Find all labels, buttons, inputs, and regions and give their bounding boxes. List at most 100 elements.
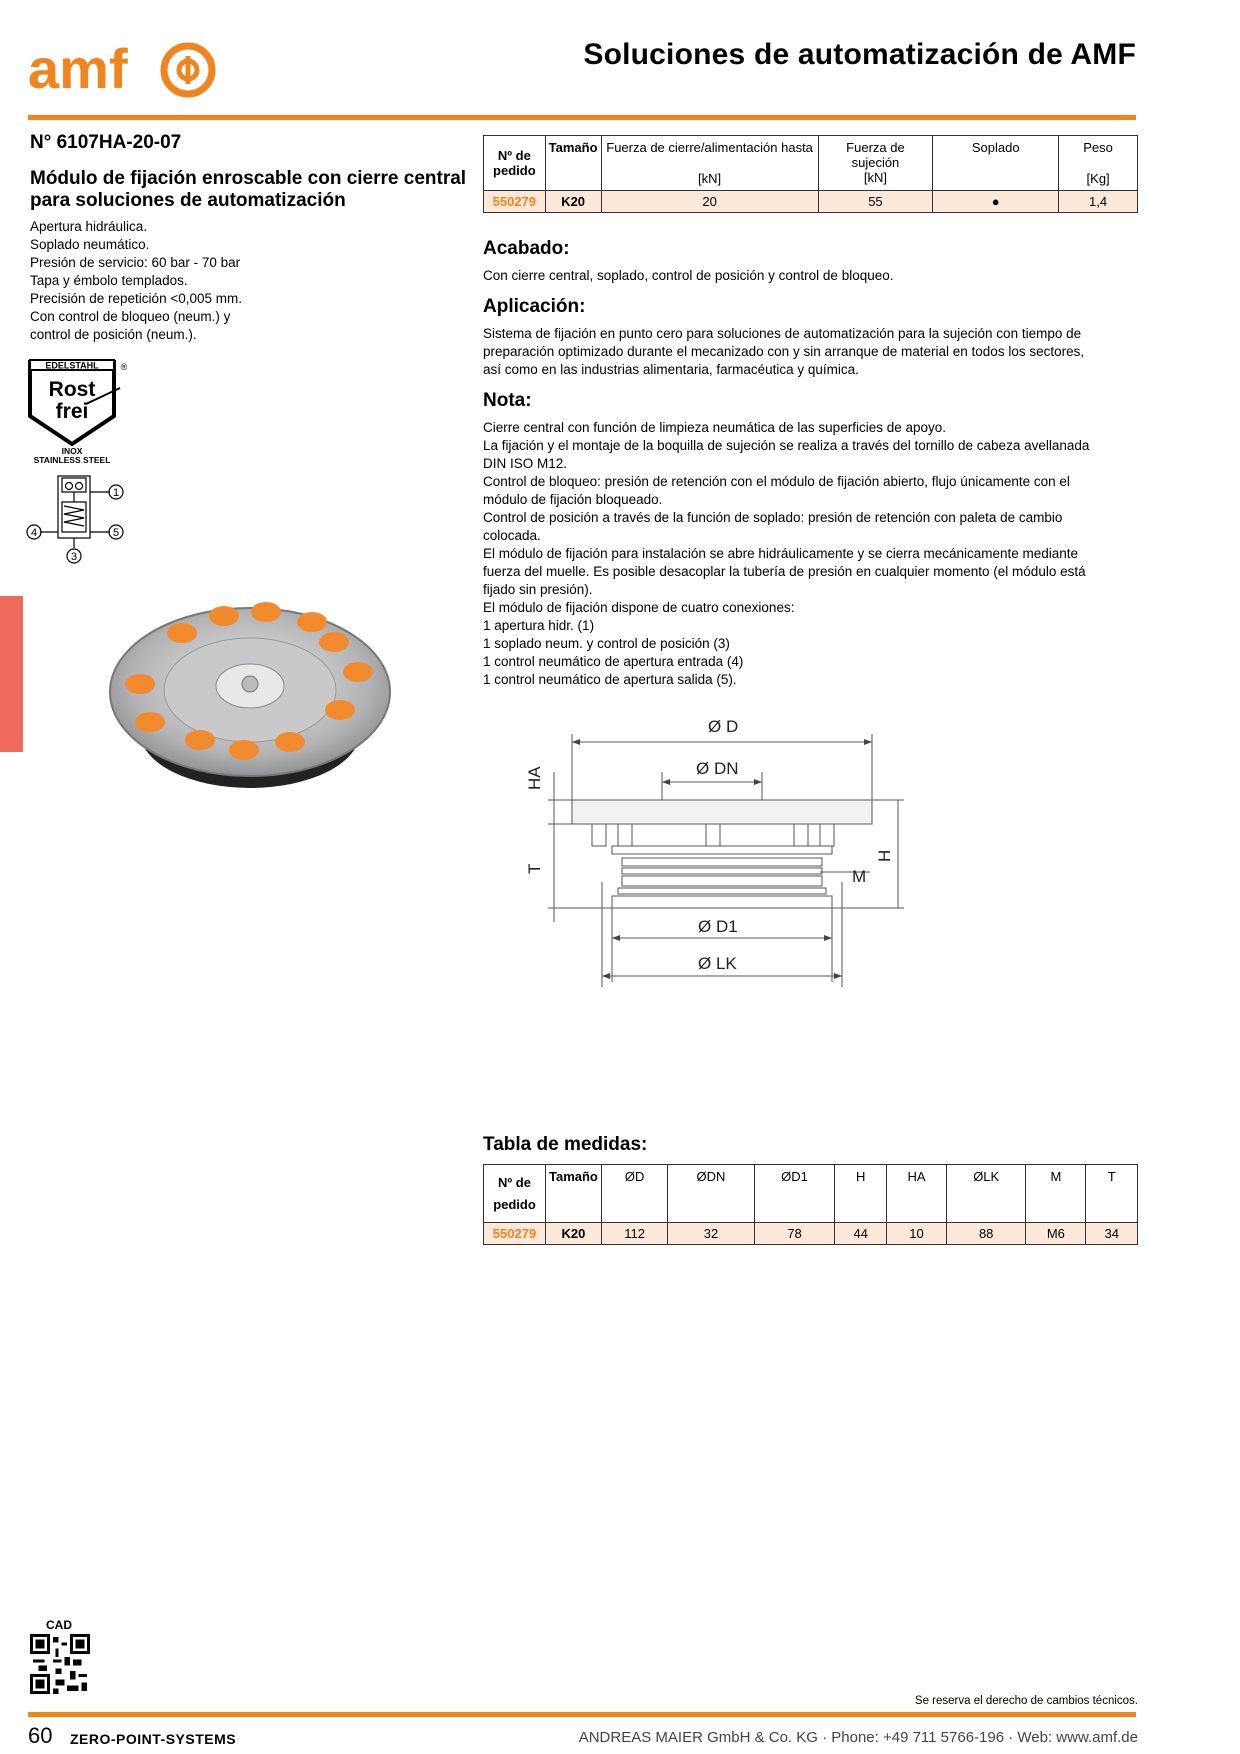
stainless-steel-badge: EDELSTAHL ® Rost frei INOX STAINLESS STE… [28,359,128,464]
dimension-drawing: Ø D Ø DN Ø D1 Ø LK M HA T H [525,717,904,987]
text-line: DIN ISO M12. [483,456,568,471]
text-line: así como en las industrias alimentaria, … [483,362,859,377]
svg-text:Ø D: Ø D [708,717,738,736]
svg-text:T: T [525,864,544,874]
cell-dn: 32 [667,1222,755,1245]
size-cell: K20 [545,1222,602,1245]
svg-text:HA: HA [525,766,544,790]
header-unit: [kN] [698,171,722,186]
rights-notice: Se reserva el derecho de cambios técnico… [914,1695,1138,1707]
text-line: preparación optimizado durante el mecani… [483,344,1085,359]
page-number: 60 [28,1723,53,1748]
text-line: módulo de fijación bloqueado. [483,492,663,507]
svg-text:Rost: Rost [49,378,96,401]
size-cell: K20 [544,190,602,213]
aplicacion-text: Sistema de fijación en punto cero para s… [483,325,1138,379]
svg-text:Ø LK: Ø LK [698,954,737,973]
clamping-force-cell: 55 [817,190,934,213]
header-label: Fuerza de sujeción [846,140,905,170]
article-number: N° 6107HA-20-07 [30,132,182,153]
col-header-order: Nº de pedido [483,1164,546,1223]
weight-cell: 1,4 [1058,190,1138,213]
svg-text:1: 1 [113,487,119,499]
text-line: 1 apertura hidr. (1) [483,618,595,633]
svg-text:Ø D1: Ø D1 [698,917,738,936]
aplicacion-heading: Aplicación: [483,296,586,317]
text-line: Control de bloqueo: presión de retención… [483,474,1070,489]
bottom-divider [28,1712,1136,1717]
col-header-m: M [1025,1164,1087,1223]
cell-d: 112 [600,1222,669,1245]
closing-force-cell: 20 [600,190,819,213]
feature-item: Soplado neumático. [30,237,150,252]
product-photo [109,602,391,788]
cell-ha: 10 [885,1222,948,1245]
col-header-dn: ØDN [667,1164,755,1223]
table-row: 550279 K20 112 32 78 44 10 88 M6 34 [483,1222,1138,1245]
text-line: La fijación y el montaje de la boquilla … [483,438,1090,453]
feature-item: Con control de bloqueo (neum.) y [30,309,231,324]
text-line: El módulo de fijación dispone de cuatro … [483,600,795,615]
feature-item: control de posición (neum.). [30,327,197,342]
svg-text:frei: frei [56,400,89,423]
text-line: 1 control neumático de apertura entrada … [483,654,744,669]
col-header-t: T [1085,1164,1138,1223]
cad-label: CAD [46,1618,72,1632]
order-table: Nº de pedido Tamaño Fuerza de cierre/ali… [483,135,1138,213]
text-line: colocada. [483,528,541,543]
col-header-closing-force: Fuerza de cierre/alimentación hasta [kN] [600,135,819,191]
col-header-d: ØD [600,1164,669,1223]
svg-text:INOX: INOX [62,446,83,456]
svg-text:H: H [875,850,894,862]
page-title: Soluciones de automatización de AMF [583,38,1136,71]
amf-logo: amf [28,37,216,100]
medidas-heading: Tabla de medidas: [483,1134,648,1155]
svg-text:EDELSTAHL: EDELSTAHL [45,361,99,371]
cell-m: M6 [1025,1222,1087,1245]
header-unit: [kN] [863,170,887,185]
col-header-size: Tamaño [545,1164,602,1223]
text-line: Control de posición a través de la funci… [483,510,1063,525]
feature-item: Precisión de repetición <0,005 mm. [30,291,242,306]
cell-d1: 78 [753,1222,836,1245]
text-line: Sistema de fijación en punto cero para s… [483,326,1082,341]
company-contact: ANDREAS MAIER GmbH & Co. KG · Phone: +49… [578,1729,1138,1746]
cell-lk: 88 [946,1222,1027,1245]
svg-text:4: 4 [31,527,37,539]
svg-text:3: 3 [71,551,77,563]
product-title: Módulo de fijación enroscable con cierre… [30,168,467,211]
header-label: Peso [1083,140,1113,155]
qr-code-icon[interactable] [30,1634,90,1694]
section-side-tab [0,596,23,752]
cell-h: 44 [834,1222,887,1245]
dimension-table: Nº de pedido Tamaño ØD ØDN ØD1 H HA ØLK … [483,1164,1138,1245]
section-name: ZERO-POINT-SYSTEMS [70,1731,237,1747]
feature-item: Presión de servicio: 60 bar - 70 bar [30,255,241,270]
col-header-size: Tamaño [544,135,602,191]
svg-text:5: 5 [113,527,119,539]
top-divider [28,115,1136,120]
cell-t: 34 [1085,1222,1138,1245]
acabado-text: Con cierre central, soplado, control de … [483,268,894,283]
table-row: 550279 K20 20 55 ● 1,4 [483,190,1138,213]
nota-text: Cierre central con función de limpieza n… [483,419,1138,689]
svg-text:®: ® [121,362,128,372]
col-header-order: Nº de pedido [483,135,546,191]
svg-text:amf: amf [28,37,128,100]
feature-item: Apertura hidráulica. [30,219,148,234]
order-number[interactable]: 550279 [483,190,546,213]
header-label: Fuerza de cierre/alimentación hasta [606,140,813,155]
order-number[interactable]: 550279 [483,1222,546,1245]
feature-list: Apertura hidráulica. Soplado neumático. … [30,218,242,344]
svg-text:Ø DN: Ø DN [696,759,739,778]
col-header-d1: ØD1 [753,1164,836,1223]
col-header-clamping-force: Fuerza de sujeción [kN] [817,135,934,191]
col-header-lk: ØLK [946,1164,1027,1223]
header-unit: [Kg] [1086,171,1110,186]
col-header-weight: Peso [Kg] [1058,135,1138,191]
text-line: fuerza del muelle. Es posible desacoplar… [483,564,1086,579]
feature-item: Tapa y émbolo templados. [30,273,188,288]
nota-heading: Nota: [483,390,532,411]
col-header-blowing: Soplado [932,135,1060,191]
text-line: El módulo de fijación para instalación s… [483,546,1079,561]
